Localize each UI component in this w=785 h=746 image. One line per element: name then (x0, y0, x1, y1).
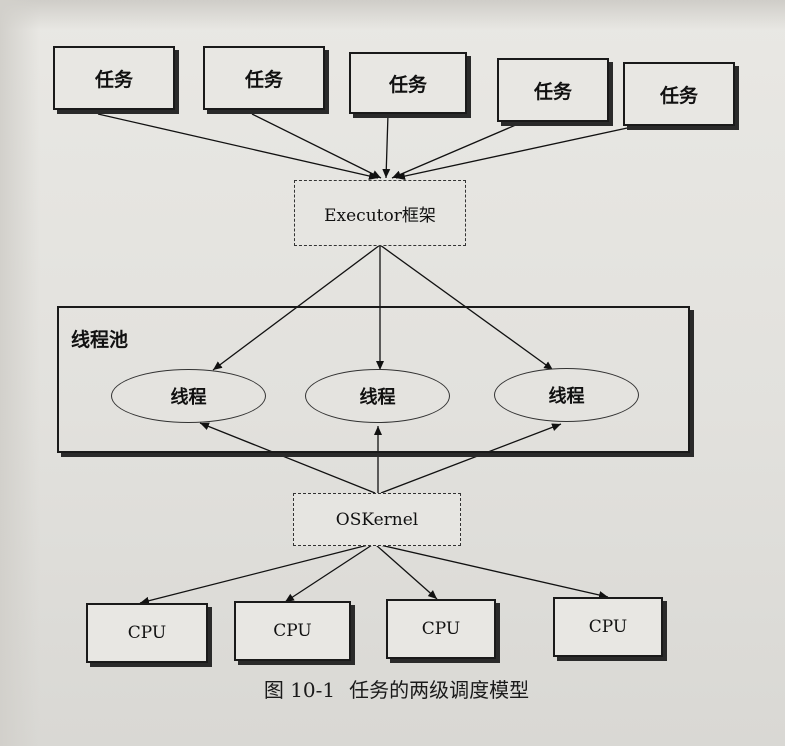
thread-label-3: 线程 (548, 386, 585, 407)
edge-task-5-executor (395, 121, 656, 181)
task-label-5: 任务 (659, 84, 698, 107)
cpu-box-1: CPU (86, 603, 208, 663)
cpu-label-3: CPU (421, 619, 461, 639)
cpu-box-3: CPU (386, 599, 496, 659)
thread-pool-label: 线程池 (71, 329, 129, 351)
edge-kernel-cpu-1 (139, 544, 369, 605)
edge-task-3-executor (382, 113, 391, 179)
thread-ellipse-2: 线程 (305, 369, 450, 423)
task-label-4: 任务 (533, 80, 572, 103)
edge-task-2-executor (251, 113, 382, 179)
executor-box: Executor框架 (294, 180, 466, 246)
executor-label: Executor框架 (324, 205, 436, 226)
thread-ellipse-1: 线程 (111, 369, 266, 423)
task-label-3: 任务 (388, 73, 427, 96)
page-shadow-top (0, 0, 785, 30)
task-box-4: 任务 (497, 58, 609, 122)
task-box-5: 任务 (623, 62, 735, 126)
oskernel-label: OSKernel (335, 509, 419, 530)
cpu-box-2: CPU (234, 601, 351, 661)
cpu-label-1: CPU (127, 623, 167, 643)
thread-label-2: 线程 (359, 387, 396, 408)
edge-kernel-cpu-4 (379, 544, 609, 599)
thread-pool-box (57, 306, 690, 453)
edge-task-1-executor (97, 113, 379, 180)
task-box-1: 任务 (53, 46, 175, 110)
thread-ellipse-3: 线程 (494, 368, 639, 422)
edge-kernel-cpu-3 (375, 544, 438, 600)
task-label-1: 任务 (94, 68, 133, 91)
task-box-2: 任务 (203, 46, 325, 110)
edge-task-4-executor (391, 117, 533, 179)
cpu-label-2: CPU (273, 621, 312, 641)
figure-number: 图 10-1 (263, 678, 336, 702)
task-label-2: 任务 (244, 68, 283, 91)
page-shadow-left (0, 0, 40, 746)
cpu-label-4: CPU (588, 617, 628, 637)
cpu-box-4: CPU (553, 597, 663, 657)
figure-caption: 图 10-1 任务的两级调度模型 (0, 674, 785, 703)
thread-label-1: 线程 (170, 387, 207, 408)
oskernel-box: OSKernel (293, 493, 461, 546)
figure-title: 任务的两级调度模型 (349, 678, 530, 702)
task-box-3: 任务 (349, 52, 467, 114)
edge-kernel-cpu-2 (284, 544, 373, 603)
